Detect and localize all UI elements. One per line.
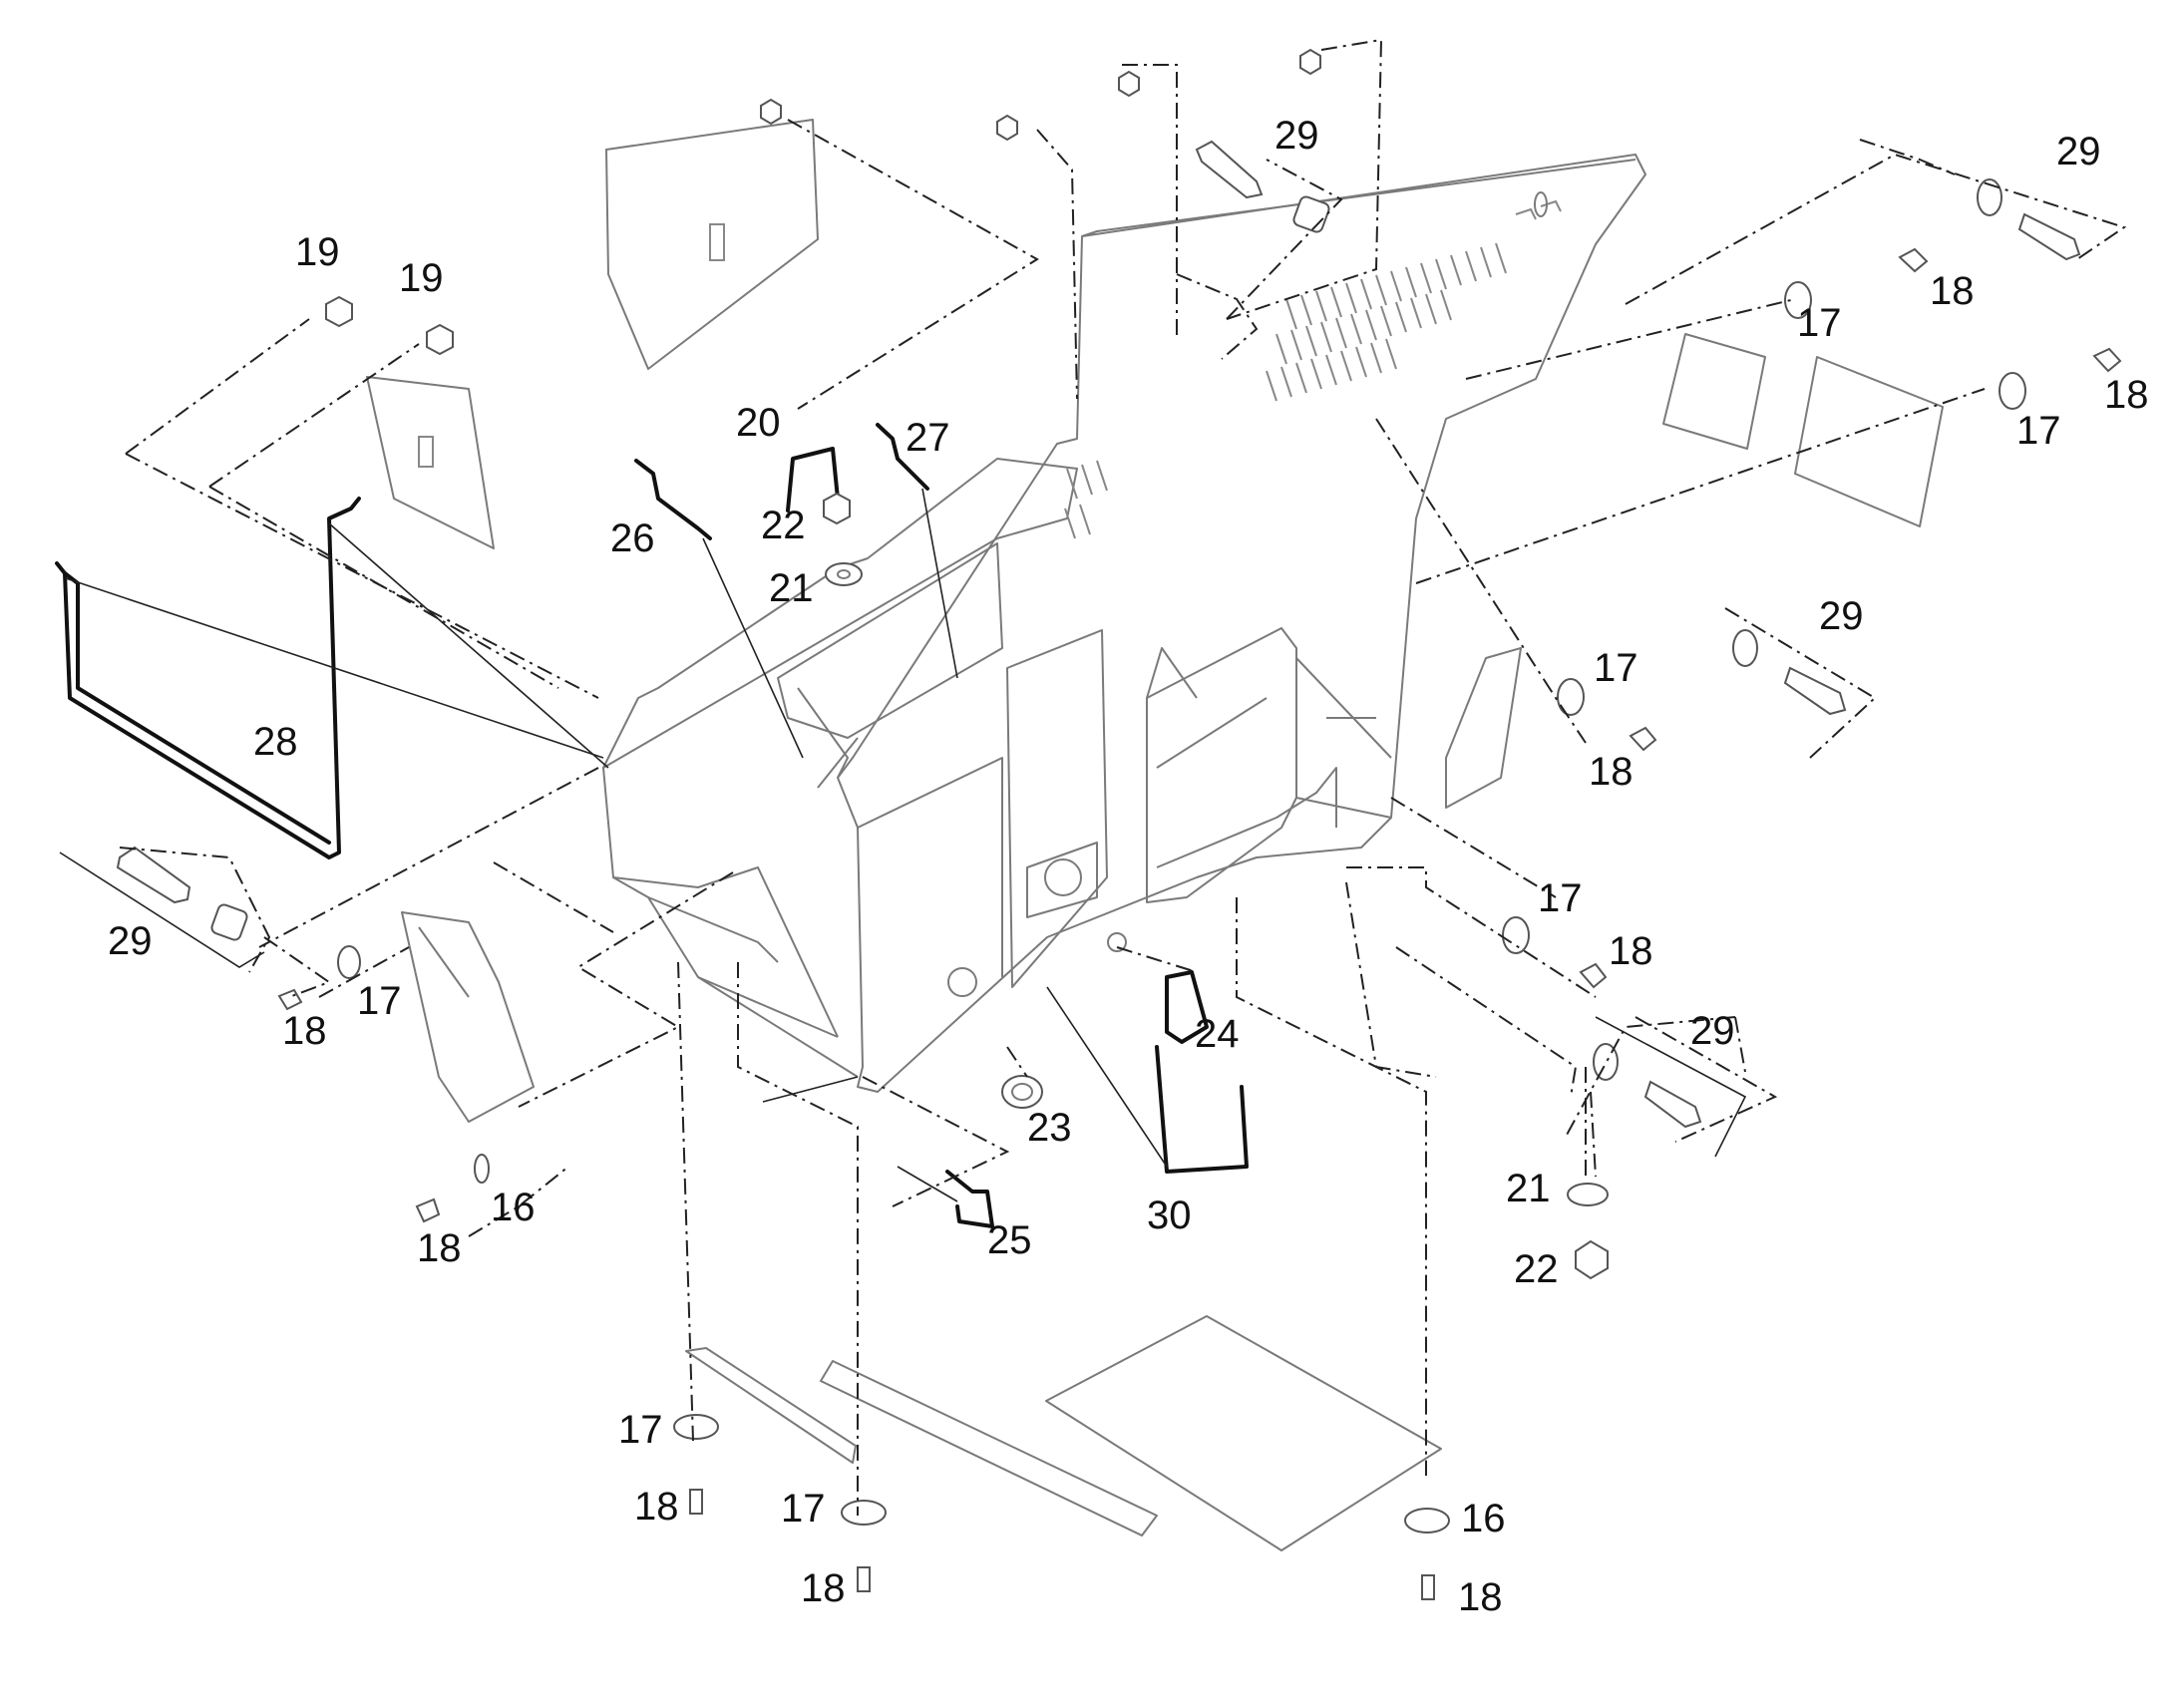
callout-19: 19 [399, 256, 444, 300]
bent-rod-left [634, 459, 712, 540]
callout-17: 17 [781, 1487, 826, 1531]
callout-18: 18 [801, 1566, 846, 1610]
bolt [1421, 1574, 1435, 1600]
callout-21: 21 [1506, 1167, 1551, 1210]
washer [1732, 629, 1758, 667]
callout-20: 20 [736, 401, 781, 445]
callout-17: 17 [1538, 876, 1583, 920]
callout-17: 17 [357, 979, 402, 1023]
washer [1502, 916, 1530, 954]
leader-lines [59, 488, 1747, 1202]
callout-27: 27 [906, 416, 950, 460]
cover-panels [366, 119, 1944, 1551]
washer [1557, 678, 1585, 716]
bolt [1629, 726, 1657, 752]
callout-18: 18 [1609, 929, 1653, 973]
bolt [689, 1489, 703, 1515]
callout-25: 25 [987, 1218, 1032, 1262]
bolt [1579, 962, 1608, 989]
callout-22: 22 [761, 504, 806, 547]
callout-24: 24 [1195, 1012, 1240, 1056]
callout-29: 29 [2056, 130, 2101, 173]
callout-18: 18 [417, 1226, 462, 1270]
callout-19: 19 [295, 230, 340, 274]
callout-labels: 19 19 28 29 18 17 16 18 20 27 22 26 21 2… [108, 114, 2149, 1619]
callout-16: 16 [1461, 1497, 1506, 1540]
rod-parts [55, 423, 1249, 1228]
nut [823, 492, 851, 525]
callout-17: 17 [1797, 301, 1842, 345]
callout-29: 29 [108, 919, 153, 963]
washer [474, 1154, 490, 1184]
callout-18: 18 [634, 1485, 679, 1529]
callout-28: 28 [253, 720, 298, 764]
bent-rod-right [876, 423, 929, 491]
washer [1977, 178, 2002, 216]
bolt [2017, 212, 2081, 261]
bolt [415, 1197, 441, 1223]
callout-18: 18 [1589, 750, 1634, 794]
washer [1404, 1508, 1450, 1534]
bolt [1898, 247, 1929, 273]
washer [337, 945, 361, 979]
washer [1998, 372, 2026, 410]
washer [673, 1414, 719, 1440]
bolt [857, 1566, 871, 1592]
callout-22: 22 [1514, 1247, 1559, 1291]
callout-18: 18 [1458, 1575, 1503, 1619]
callout-29: 29 [1690, 1009, 1735, 1053]
washer [825, 562, 863, 586]
callout-26: 26 [610, 516, 655, 560]
small-hook [945, 1170, 994, 1228]
callout-23: 23 [1027, 1106, 1072, 1150]
callout-16: 16 [491, 1186, 536, 1229]
nut [1299, 48, 1321, 76]
callout-21: 21 [769, 566, 814, 610]
l-rod [1155, 1045, 1249, 1174]
spacer [210, 903, 248, 941]
bolt [1195, 140, 1264, 199]
washer [1784, 281, 1812, 319]
u-bracket [55, 497, 361, 859]
nut [325, 295, 353, 328]
callout-18: 18 [2104, 373, 2149, 417]
bolt [1643, 1080, 1702, 1129]
vent-grille [1064, 191, 1562, 539]
bolt [116, 846, 191, 904]
nut [760, 98, 782, 126]
nut [996, 114, 1018, 142]
assembly-lines [119, 38, 2127, 1516]
washer [1567, 1183, 1609, 1206]
callout-18: 18 [1930, 269, 1975, 313]
nut [1575, 1239, 1609, 1280]
washer [841, 1500, 887, 1526]
callout-30: 30 [1147, 1194, 1192, 1237]
spacer [1292, 195, 1330, 233]
nut [1118, 70, 1140, 98]
grommet [1001, 1075, 1043, 1109]
main-chassis-frame [602, 154, 1646, 1093]
hardware [116, 48, 2122, 1600]
d-ring [1165, 970, 1209, 1044]
callout-17: 17 [1594, 646, 1638, 690]
bolt [1783, 666, 1847, 716]
callout-18: 18 [282, 1009, 327, 1053]
bolt [2092, 347, 2122, 373]
callout-17: 17 [2016, 409, 2061, 453]
nut [426, 323, 454, 356]
bolt [277, 988, 303, 1011]
callout-29: 29 [1274, 114, 1319, 158]
callout-17: 17 [618, 1408, 663, 1452]
u-bolt [786, 447, 840, 512]
callout-29: 29 [1819, 594, 1864, 638]
